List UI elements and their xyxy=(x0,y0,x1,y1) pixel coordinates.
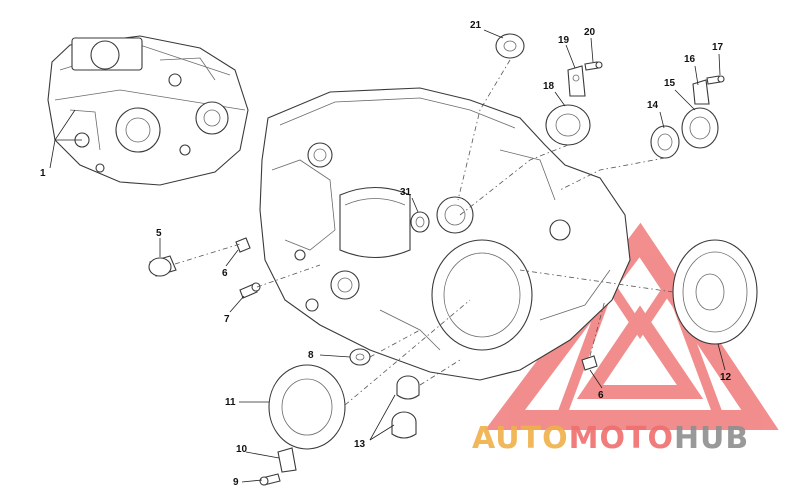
callout-6-left: 6 xyxy=(222,268,228,279)
watermark-text: AUTOMOTOHUB xyxy=(472,421,749,456)
seal-31 xyxy=(410,211,430,233)
watermark-hub: HUB xyxy=(674,421,749,456)
bushing-8 xyxy=(349,348,371,366)
callout-16: 16 xyxy=(684,54,696,65)
callout-1: 1 xyxy=(40,168,46,179)
spacer-14 xyxy=(650,125,680,159)
watermark-triangle-inner xyxy=(576,305,704,399)
screw-20 xyxy=(584,61,603,71)
callout-21: 21 xyxy=(470,20,482,31)
dowel-6-right xyxy=(581,355,598,371)
callout-10: 10 xyxy=(236,444,248,455)
callout-7: 7 xyxy=(224,314,230,325)
crankcase-assembly xyxy=(47,35,249,186)
bushing-5 xyxy=(148,255,177,277)
oil-seal-11 xyxy=(268,364,346,450)
leader-lines xyxy=(49,29,726,483)
callout-19: 19 xyxy=(558,35,570,46)
callout-18: 18 xyxy=(543,81,555,92)
crankcase-half xyxy=(259,87,631,381)
callout-11: 11 xyxy=(225,397,236,408)
bolt-7 xyxy=(239,282,261,299)
bushings-13 xyxy=(391,375,420,439)
retaining-plate-19 xyxy=(567,65,586,97)
callout-6-right: 6 xyxy=(598,390,604,401)
callout-9: 9 xyxy=(233,477,239,488)
screw-17 xyxy=(706,75,725,85)
retaining-plate-16 xyxy=(692,79,710,105)
callout-15: 15 xyxy=(664,78,676,89)
callout-13: 13 xyxy=(354,439,366,450)
bearing-12 xyxy=(672,239,758,345)
watermark-auto: AUTO xyxy=(472,421,569,456)
plate-10 xyxy=(277,447,297,473)
screw-9 xyxy=(259,473,281,486)
dowel-6-left xyxy=(235,237,251,253)
oil-seal-15 xyxy=(681,107,719,149)
callout-8: 8 xyxy=(308,350,314,361)
callout-17: 17 xyxy=(712,42,724,53)
callout-12: 12 xyxy=(720,372,732,383)
assembly-axes xyxy=(174,59,674,406)
callout-5: 5 xyxy=(156,228,162,239)
svg-text:AUTOMOTOHUB: AUTOMOTOHUB xyxy=(472,421,749,456)
watermark-moto: MOTO xyxy=(569,421,674,456)
callout-31: 31 xyxy=(400,187,412,198)
callout-20: 20 xyxy=(584,27,596,38)
bearing-18 xyxy=(545,104,591,146)
callout-labels: 1 5 6 6 7 8 9 10 11 12 13 14 15 16 17 18… xyxy=(40,20,732,488)
bearing-21 xyxy=(495,33,525,59)
callout-14: 14 xyxy=(647,100,659,111)
